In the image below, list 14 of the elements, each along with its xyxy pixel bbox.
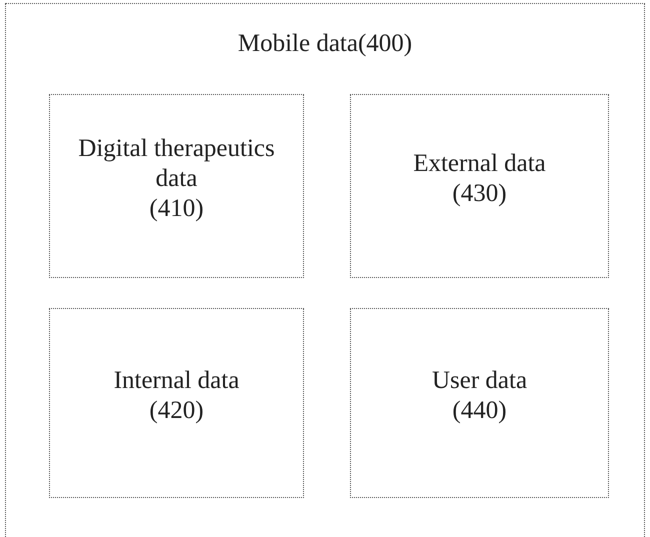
box-label: User data <box>432 366 528 396</box>
data-box <box>350 94 609 278</box>
box-label: (430) <box>452 179 507 209</box>
box-label: (410) <box>149 194 204 224</box>
box-label: (420) <box>149 396 204 426</box>
box-label: Internal data <box>114 366 240 396</box>
data-box <box>49 308 304 498</box>
data-box <box>350 308 609 498</box>
container-title: Mobile data(400) <box>236 30 414 58</box>
data-box <box>49 94 304 278</box>
container-box <box>5 3 645 537</box>
box-label: External data <box>413 149 546 179</box>
box-label: Digital therapeutics data <box>77 134 276 194</box>
box-label: (440) <box>452 396 507 426</box>
